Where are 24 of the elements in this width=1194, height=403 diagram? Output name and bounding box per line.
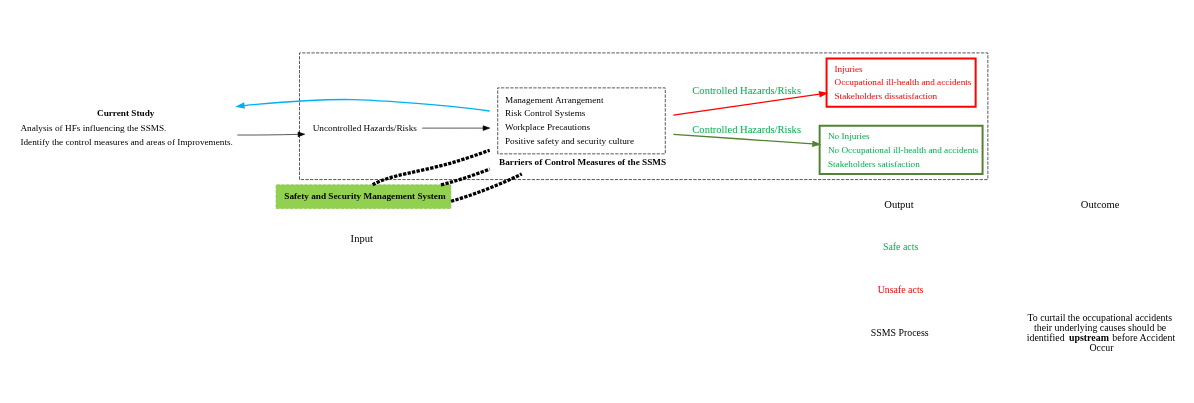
label: SSMS Process [870, 326, 929, 338]
arrow [236, 131, 305, 137]
node-text: Current Study Analysis of HFs influencing the SSMS. Identify the control measures and areas of Improvements. [20, 107, 233, 147]
node-box: Safety and Security Management System [275, 184, 452, 209]
node-label: Barriers of Control Measures of the SSMS [499, 156, 667, 167]
connector [450, 172, 523, 203]
label: Safe acts [882, 240, 919, 252]
label: To curtail the occupational accidents their underlying causes should be identified upstream before Accident Occur [1026, 311, 1176, 353]
connector [440, 167, 491, 186]
node-box: Management Arrangement Risk Control Systems Workplace Precautions Positive safety and security culture [497, 87, 666, 154]
node-box: Injuries Occupational ill-health and accidents Stakeholders dissatisfaction [825, 57, 977, 108]
arrow [235, 98, 491, 112]
connector [371, 148, 491, 186]
arrow [672, 133, 822, 147]
label: Input [350, 232, 373, 244]
node-text: Uncontrolled Hazards/Risks [312, 122, 417, 133]
label: Unsafe acts [877, 283, 924, 295]
label: Output [884, 198, 914, 210]
node-box: No Injuries No Occupational ill-health and accidents Stakeholders satisfaction [818, 124, 984, 175]
edge-label: Controlled Hazards/Risks [692, 123, 802, 135]
arrow [421, 125, 491, 131]
label: Outcome [1080, 198, 1120, 210]
arrow [672, 90, 829, 116]
edge-label: Controlled Hazards/Risks [692, 84, 802, 96]
